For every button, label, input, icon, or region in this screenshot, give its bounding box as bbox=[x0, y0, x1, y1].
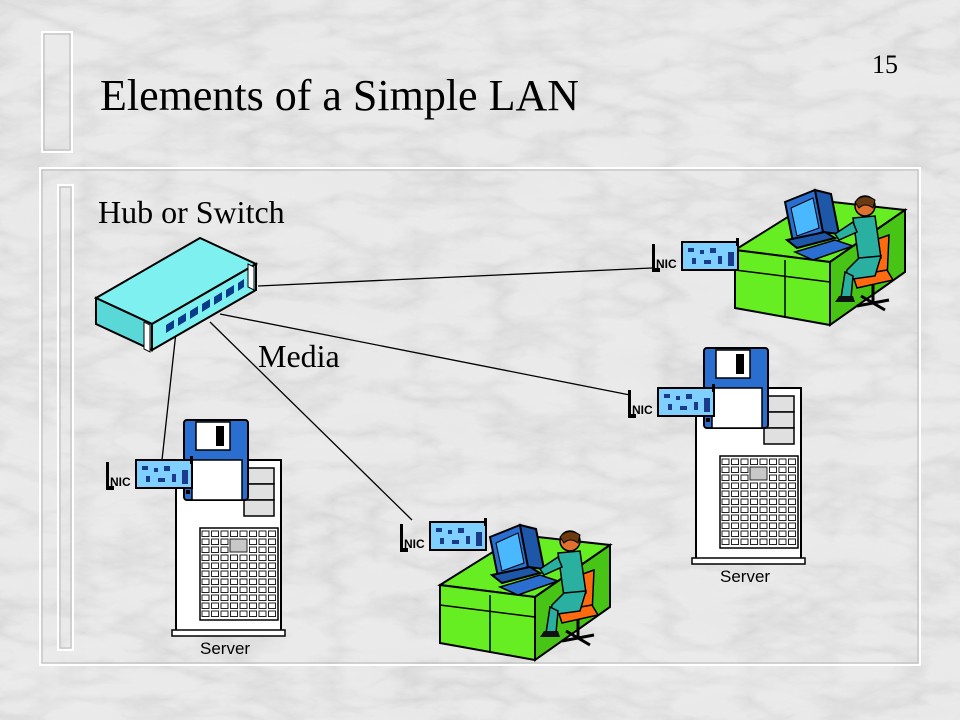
cable-to-workstation-top bbox=[257, 267, 653, 287]
server-vents bbox=[201, 530, 276, 617]
nic-label: NIC bbox=[656, 257, 677, 271]
slide-title: Elements of a Simple LAN bbox=[100, 71, 580, 120]
server-right bbox=[691, 347, 806, 565]
nic-label: NIC bbox=[632, 403, 653, 417]
cable-to-server-right bbox=[219, 313, 631, 396]
hub-switch-icon bbox=[93, 236, 259, 353]
nic-card-top-right: NIC bbox=[651, 237, 740, 273]
hub-label: Hub or Switch bbox=[98, 194, 285, 230]
nic-card-bottom: NIC bbox=[399, 517, 488, 553]
server-left bbox=[171, 419, 286, 637]
page-number: 15 bbox=[872, 50, 898, 79]
nic-card-server-left: NIC bbox=[105, 455, 194, 491]
media-cables bbox=[161, 267, 653, 521]
cable-to-server-left bbox=[161, 331, 177, 461]
nic-card-server-right: NIC bbox=[627, 383, 716, 419]
nic-label: NIC bbox=[110, 475, 131, 489]
server-label-left: Server bbox=[200, 639, 250, 658]
server-label-right: Server bbox=[720, 567, 770, 586]
nic-label: NIC bbox=[404, 537, 425, 551]
cable-to-workstation-bottom bbox=[209, 321, 413, 521]
server-vents bbox=[721, 458, 796, 545]
media-label: Media bbox=[258, 338, 340, 374]
workstation-top-right bbox=[733, 188, 907, 327]
